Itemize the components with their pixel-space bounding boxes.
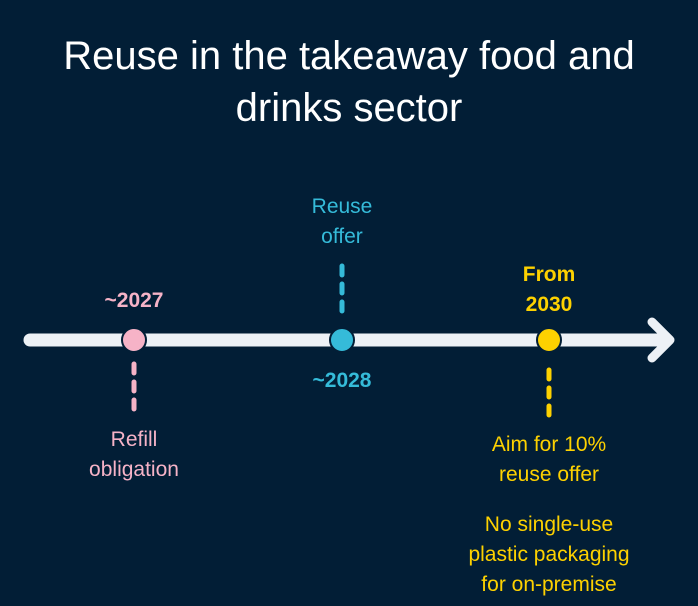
year-2028: ~2028 <box>312 369 372 392</box>
year-2027: ~2027 <box>104 289 164 312</box>
label-line: reuse offer <box>498 463 599 486</box>
label-line: Refill <box>110 428 158 451</box>
milestone-2028-dot <box>329 327 355 353</box>
label-line: From <box>522 263 576 286</box>
label-line: for on-premise <box>481 573 617 596</box>
label-line: offer <box>321 225 363 248</box>
page-title: Reuse in the takeaway food and drinks se… <box>63 34 635 130</box>
label-line: 2030 <box>525 293 573 316</box>
single-use-note: No single-use plastic packaging for on-pre… <box>468 510 629 600</box>
reuse-offer-label: Reuse offer <box>312 192 373 252</box>
milestone-2030-dot <box>536 327 562 353</box>
label-line: Reuse <box>311 195 373 218</box>
label-line: obligation <box>89 458 179 481</box>
arrow-head-icon <box>647 317 675 363</box>
reuse-target-label: Aim for 10% reuse offer <box>492 430 606 490</box>
refill-label: Refill obligation <box>89 425 179 485</box>
label-line: Aim for 10% <box>491 433 607 456</box>
label-line: No single-use <box>484 513 614 536</box>
year-2030: From 2030 <box>523 260 576 320</box>
milestone-2027-dot <box>121 327 147 353</box>
label-line: plastic packaging <box>468 543 630 566</box>
